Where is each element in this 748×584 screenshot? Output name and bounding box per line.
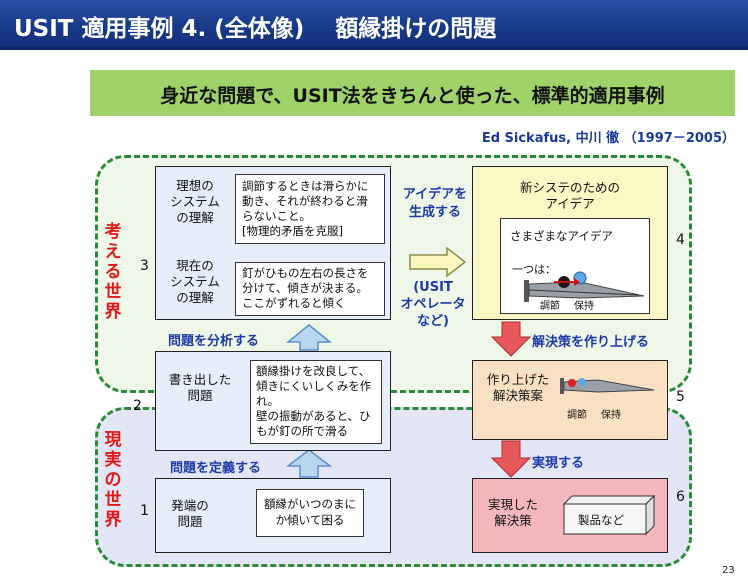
various-ideas-label: さまざまなアイデア <box>510 229 613 243</box>
credit: Ed Sickafus, 中川 徹 （1997－2005） <box>481 131 735 146</box>
page-number: 23 <box>722 565 735 576</box>
analyze-arrow <box>285 324 333 351</box>
built-solution-box <box>472 360 668 440</box>
slide-subtitle: 身近な問題で、USIT法をきちんと使った、標準的適用事例 <box>160 85 665 107</box>
current-system-label: 現在の システム の理解 <box>170 258 220 305</box>
slide-title: USIT 適用事例 4. (全体像) 額縁掛けの問題 <box>14 16 497 42</box>
step-number-5: 5 <box>676 389 685 405</box>
product-box-icon <box>562 494 656 536</box>
generate-label: アイデアを 生成する <box>402 187 468 220</box>
define-arrow <box>285 449 333 478</box>
realize-label: 実現する <box>532 456 585 471</box>
analyze-label: 問題を分析する <box>168 334 260 349</box>
define-label: 問題を定義する <box>170 461 262 476</box>
hold-label-built: 保持 <box>601 410 621 421</box>
step-number-2: 2 <box>133 398 142 414</box>
written-problem-label: 書き出した 問題 <box>168 372 232 403</box>
new-system-idea-title: 新システのための アイデア <box>519 180 620 211</box>
step-number-1: 1 <box>140 503 149 519</box>
build-arrow <box>490 321 532 357</box>
step-number-4: 4 <box>676 232 685 248</box>
thinking-world-label: 考える世界 <box>104 222 122 322</box>
generate-arrow <box>409 246 467 278</box>
current-system-text: 釘がひもの左右の長さを分けて、傾きが決まる。ここがずれると傾く <box>235 262 385 316</box>
real-world-label: 現実の世界 <box>104 430 122 530</box>
device-sketch-idea <box>524 271 645 302</box>
ideal-system-label: 理想の システム の理解 <box>170 178 220 225</box>
hold-label-idea: 保持 <box>574 301 594 312</box>
ideal-system-text: 調節するときは滑らかに動き、それが終わると滑らないこと。 [物理的矛盾を克服] <box>235 174 385 244</box>
origin-problem-label: 発端の 問題 <box>171 498 209 529</box>
title-bar <box>0 0 748 50</box>
built-solution-label: 作り上げた 解決策案 <box>486 372 550 403</box>
adjust-label-built: 調節 <box>567 410 587 421</box>
origin-problem-text: 額縁がいつのまにか傾いて困る <box>256 489 364 537</box>
realize-arrow <box>490 440 532 478</box>
product-label: 製品など <box>578 513 624 527</box>
build-label: 解決策を作り上げる <box>532 335 650 350</box>
subtitle-band <box>90 70 735 116</box>
adjust-label-idea: 調節 <box>540 301 560 312</box>
device-sketch-built <box>560 378 655 394</box>
step-number-3: 3 <box>140 258 149 274</box>
operators-label: (USIT オペレータ など) <box>400 280 466 329</box>
realized-solution-label: 実現した 解決策 <box>487 497 538 528</box>
written-problem-text: 額縁掛けを改良して、傾きにくいしくみを作れ。 壁の振動があると、ひもが釘の所で滑… <box>250 360 382 444</box>
step-number-6: 6 <box>676 489 685 505</box>
one-idea-label: 一つは： <box>512 263 556 276</box>
